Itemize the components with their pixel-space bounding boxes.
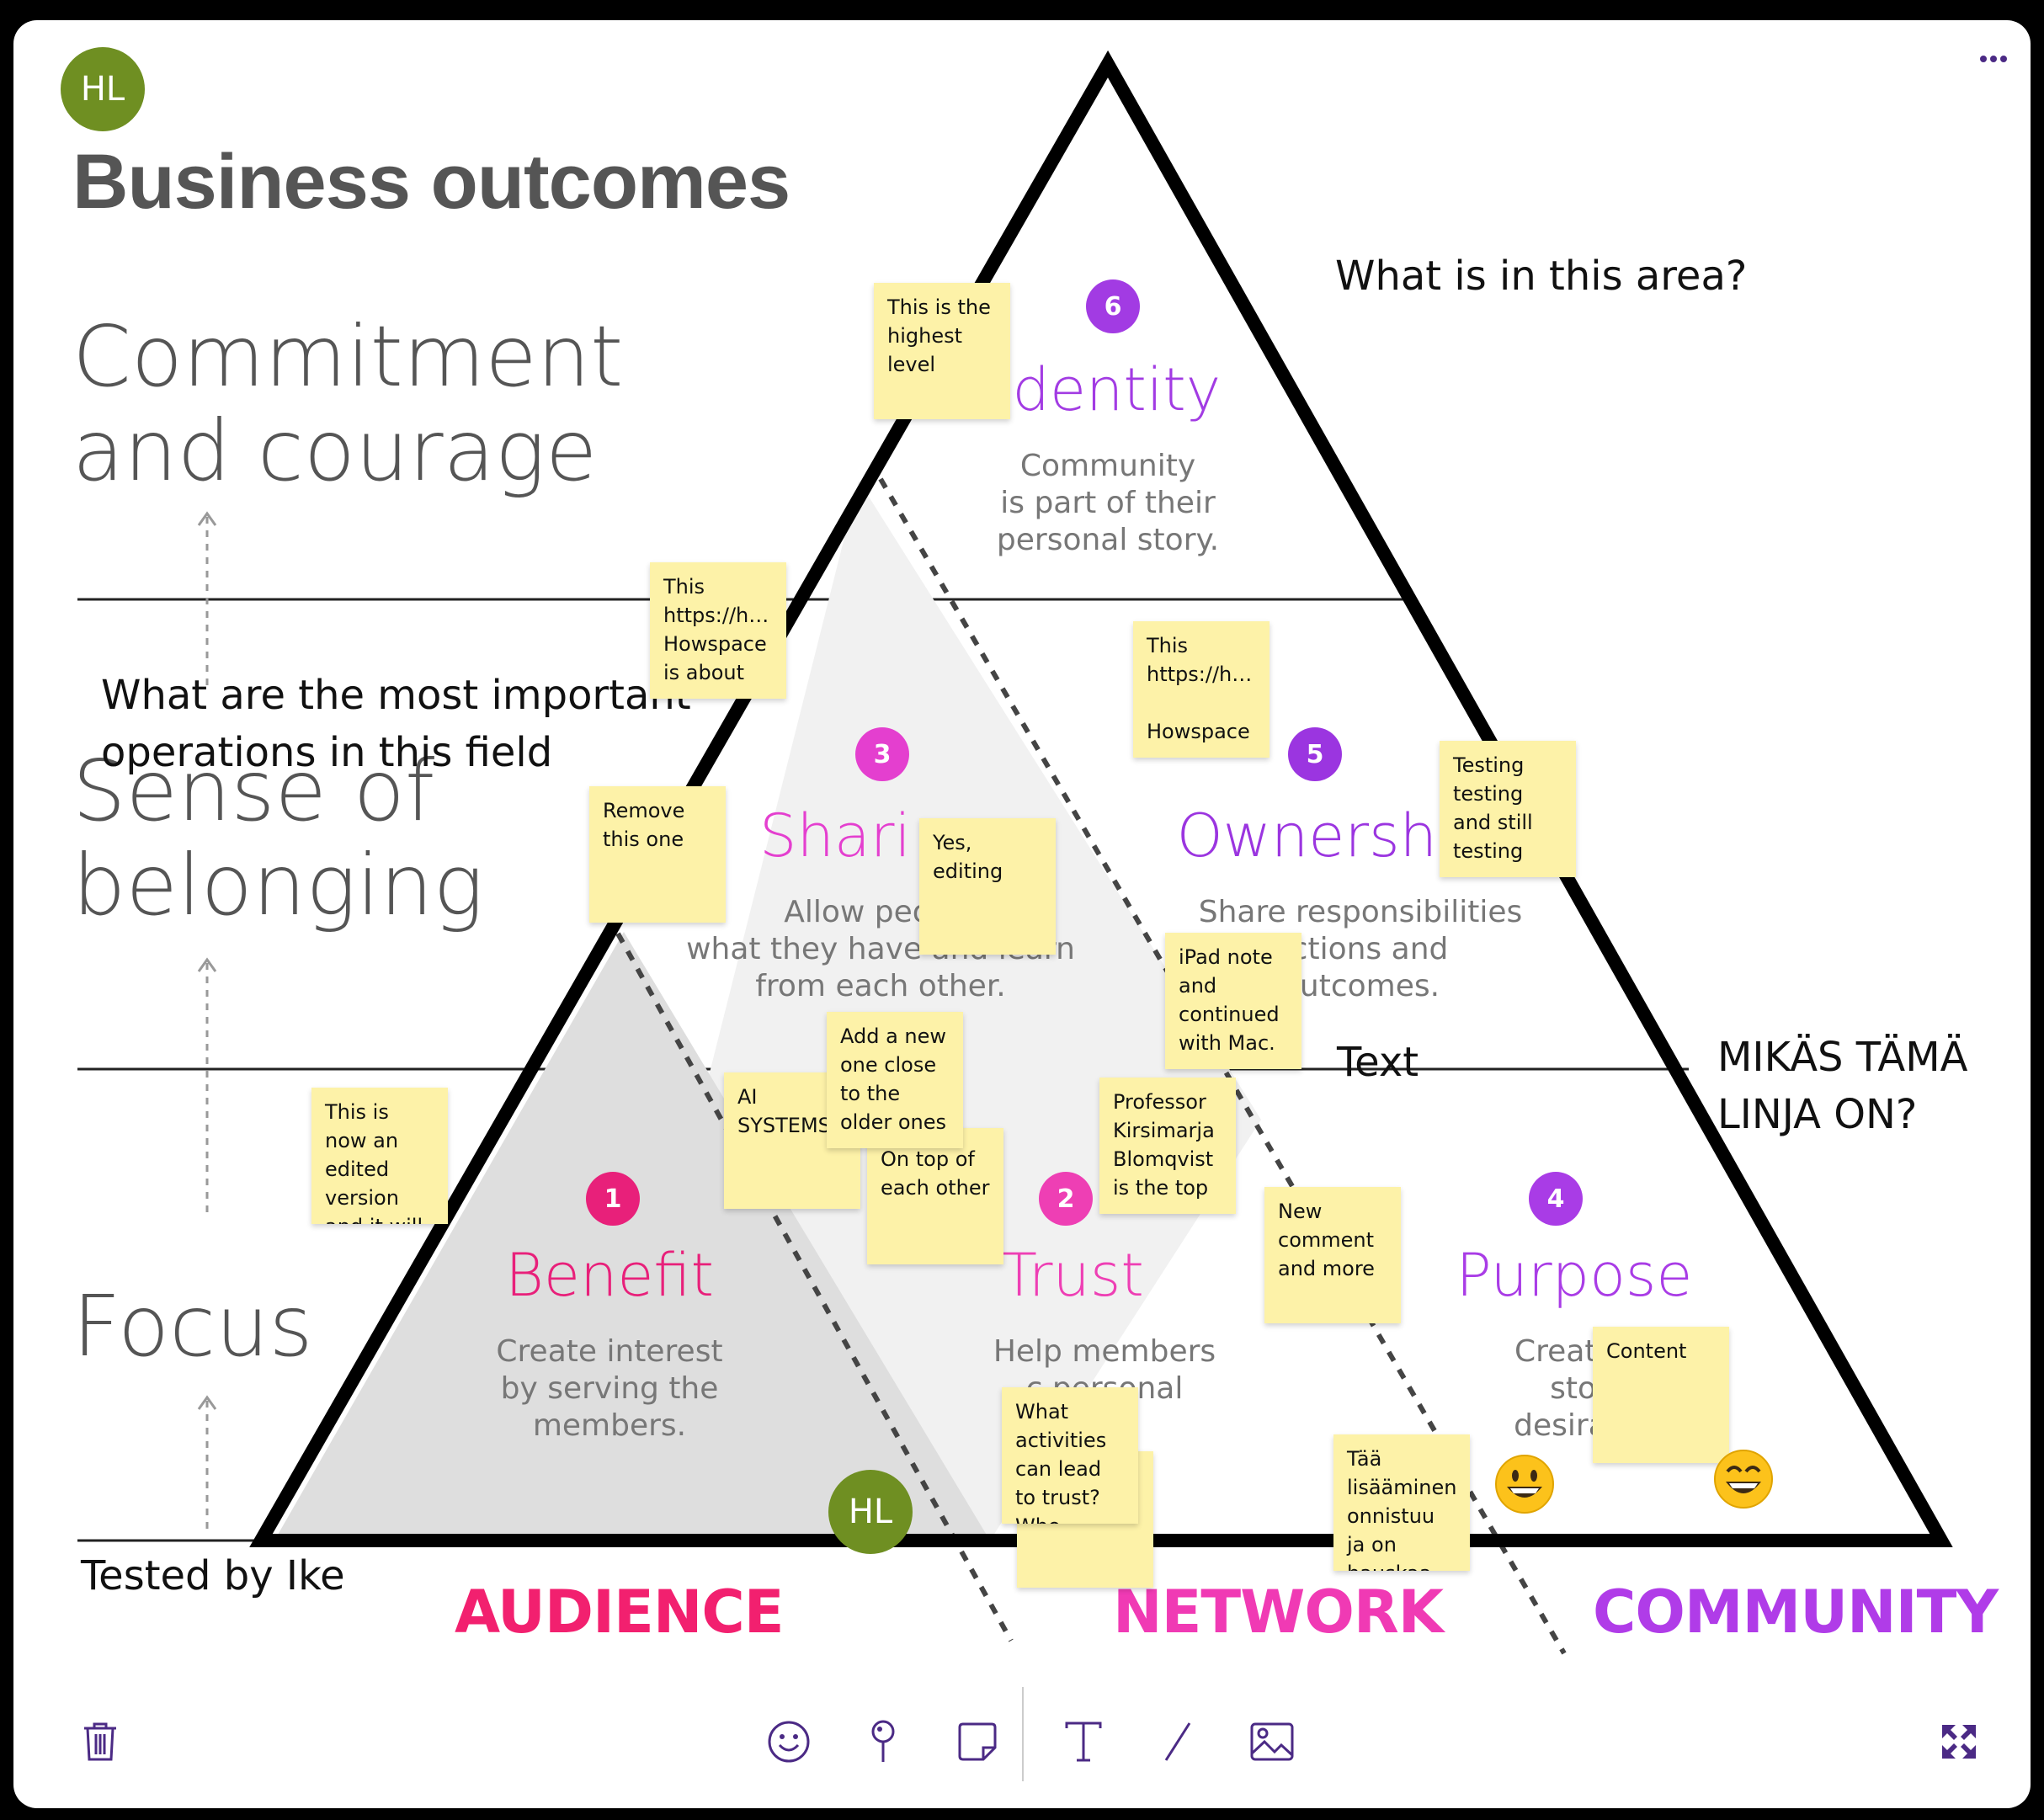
sticky-note[interactable]: Content: [1593, 1327, 1729, 1463]
free-text-text[interactable]: Text: [1337, 1039, 1419, 1086]
emoji-icon[interactable]: [759, 1712, 818, 1771]
stage-title-trust: Trust: [1001, 1241, 1144, 1310]
free-text-mikas[interactable]: MIKÄS TÄMÄ LINJA ON?: [1717, 1034, 1968, 1138]
stage-badge-2: 2: [1039, 1172, 1093, 1226]
stage-title-sharing: Shari: [759, 801, 911, 870]
sticky-note[interactable]: This is the highest level: [874, 283, 1010, 419]
stage-desc-identity: Community is part of their personal stor…: [996, 449, 1220, 557]
sticky-note[interactable]: Remove this one: [589, 786, 726, 923]
arrow-head-1: [197, 511, 217, 526]
stage-desc-sharing: Allow people what they have and learn fr…: [686, 895, 1075, 1003]
category-audience: AUDIENCE: [455, 1578, 785, 1647]
arrow-head-3: [197, 1395, 217, 1410]
level-label-middle-2: belonging: [72, 836, 484, 934]
category-community: COMMUNITY: [1593, 1578, 1999, 1647]
stage-desc-benefit: Create interest by serving the members.: [496, 1334, 723, 1443]
text-tool-icon[interactable]: [1054, 1712, 1113, 1771]
stage-badge-6: 6: [1086, 279, 1140, 333]
toolbar-divider: [1022, 1687, 1024, 1781]
user-avatar[interactable]: HL: [61, 47, 145, 131]
audience-region: [274, 932, 990, 1541]
collaborator-avatar[interactable]: HL: [828, 1470, 913, 1554]
line-tool-icon[interactable]: [1148, 1712, 1207, 1771]
board-title: Business outcomes: [72, 139, 790, 225]
fit-screen-icon[interactable]: [1930, 1712, 1988, 1771]
free-text-what-is-area[interactable]: What is in this area?: [1335, 253, 1748, 300]
more-icon[interactable]: [1977, 45, 2010, 71]
stage-title-purpose: Purpose: [1456, 1241, 1693, 1310]
stage-title-identity: Identity: [994, 355, 1222, 424]
grinning-emoji-icon[interactable]: [1493, 1453, 1556, 1515]
sticky-note[interactable]: What activities can lead to trust? Who: [1002, 1387, 1138, 1524]
sticky-note[interactable]: This https://h… Howspace is about: [650, 562, 786, 699]
sticky-note[interactable]: On top of each other: [867, 1128, 1003, 1264]
stage-desc-ownership: Share responsibilities actions and outco…: [1198, 895, 1523, 1003]
level-label-top-1: Commitment: [72, 307, 624, 406]
sticky-note[interactable]: This is now an edited version and it wil…: [311, 1088, 448, 1224]
stage-title-ownership: Ownershi: [1176, 801, 1454, 870]
stage-title-benefit: Benefit: [505, 1241, 714, 1310]
stage-badge-3: 3: [855, 727, 909, 781]
dashed-divider-left: [615, 932, 1014, 1642]
sticky-note-icon[interactable]: [948, 1712, 1007, 1771]
sticky-note[interactable]: New comment and more: [1264, 1187, 1401, 1323]
sticky-note[interactable]: This https://h… Howspace: [1133, 621, 1270, 758]
pin-icon[interactable]: [854, 1712, 913, 1771]
grinning-emoji-icon[interactable]: [1712, 1448, 1775, 1510]
sticky-note[interactable]: iPad note and continued with Mac.: [1165, 933, 1301, 1069]
trash-icon[interactable]: [71, 1712, 130, 1771]
free-text-important-operations[interactable]: What are the most important operations i…: [101, 672, 691, 776]
stage-badge-4: 4: [1529, 1172, 1583, 1226]
whiteboard-canvas[interactable]: HL Business outcomes Commitment and cour…: [13, 20, 2031, 1808]
image-icon[interactable]: [1243, 1712, 1301, 1771]
sticky-note[interactable]: Professor Kirsimarja Blomqvist is the to…: [1099, 1078, 1236, 1214]
sticky-note[interactable]: Yes, editing: [919, 818, 1056, 955]
level-label-bottom: Focus: [72, 1277, 313, 1376]
sticky-note[interactable]: Tää lisääminen onnistuu ja on hauskaa: [1333, 1434, 1470, 1571]
sticky-note[interactable]: Testing testing and still testing: [1440, 741, 1576, 877]
arrow-head-2: [197, 957, 217, 972]
category-network: NETWORK: [1113, 1578, 1444, 1647]
level-label-middle-1: Sense of: [72, 742, 435, 840]
sticky-note[interactable]: Add a new one close to the older ones: [827, 1012, 963, 1148]
stage-badge-5: 5: [1288, 727, 1342, 781]
level-label-top-2: and courage: [72, 402, 598, 500]
free-text-tested-by[interactable]: Tested by Ike: [81, 1552, 345, 1599]
stage-badge-1: 1: [586, 1172, 640, 1226]
whiteboard-frame: HL Business outcomes Commitment and cour…: [13, 20, 2031, 1808]
